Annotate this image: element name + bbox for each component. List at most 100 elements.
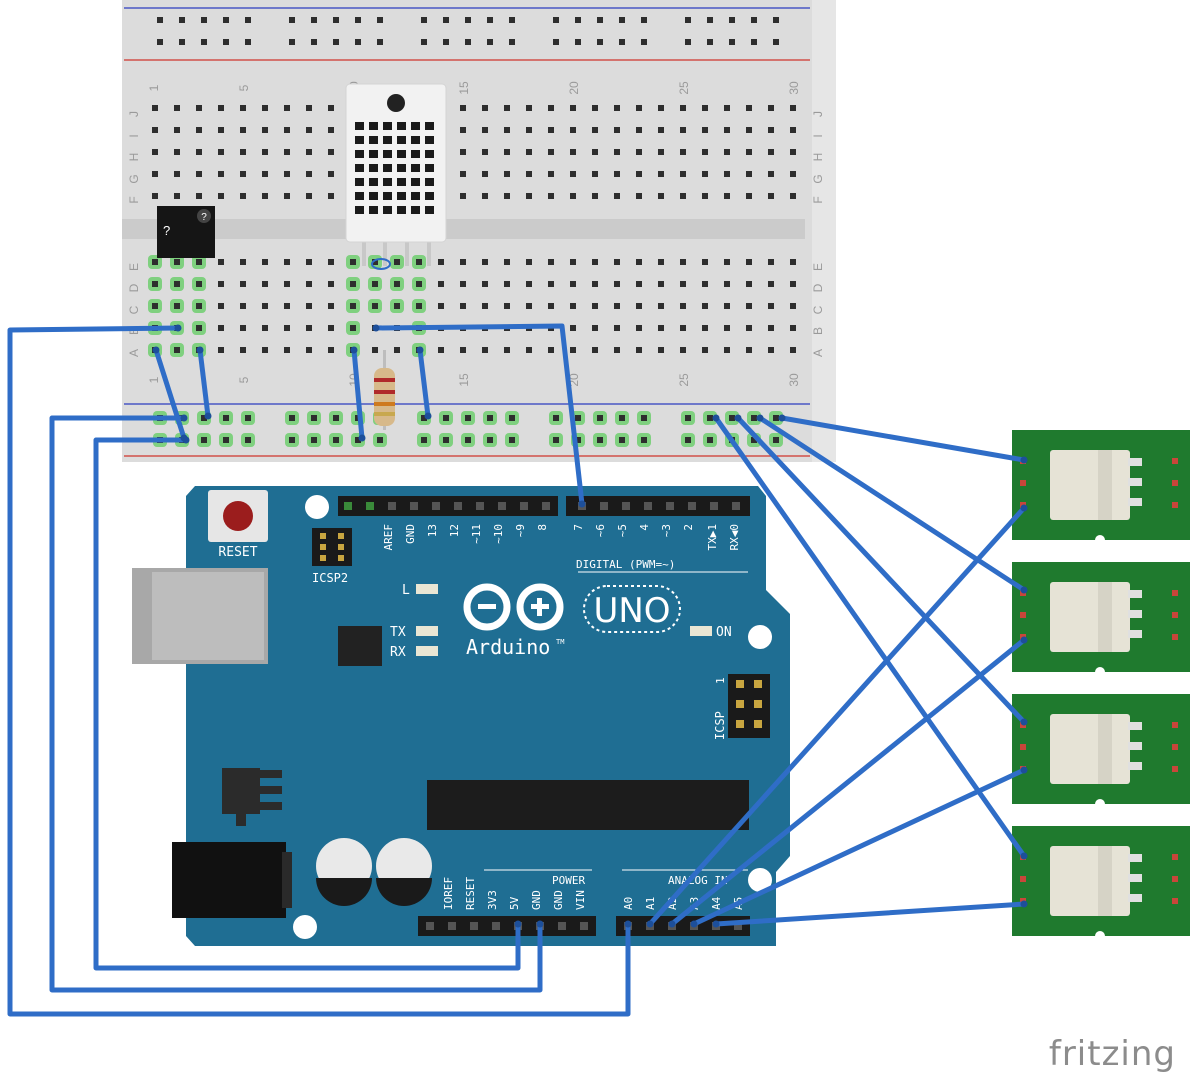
- breadboard-hole[interactable]: [262, 259, 268, 265]
- breadboard-hole[interactable]: [768, 127, 774, 133]
- breadboard-hole[interactable]: [790, 127, 796, 133]
- breadboard-hole[interactable]: [284, 105, 290, 111]
- breadboard-hole[interactable]: [702, 259, 708, 265]
- rail-hole[interactable]: [773, 437, 779, 443]
- breadboard-hole[interactable]: [306, 281, 312, 287]
- wire-rail-to-5v[interactable]: [93, 437, 521, 971]
- breadboard-hole[interactable]: [724, 325, 730, 331]
- rail-hole[interactable]: [641, 17, 647, 23]
- rail-hole[interactable]: [245, 17, 251, 23]
- rail-hole[interactable]: [707, 415, 713, 421]
- breadboard-hole[interactable]: [284, 347, 290, 353]
- breadboard-hole[interactable]: [504, 259, 510, 265]
- breadboard-hole[interactable]: [284, 127, 290, 133]
- breadboard-hole[interactable]: [218, 127, 224, 133]
- rail-hole[interactable]: [311, 415, 317, 421]
- breadboard-hole[interactable]: [262, 127, 268, 133]
- breadboard-hole[interactable]: [614, 105, 620, 111]
- rail-hole[interactable]: [377, 39, 383, 45]
- breadboard-hole[interactable]: [438, 281, 444, 287]
- breadboard-hole[interactable]: [614, 281, 620, 287]
- breadboard-hole[interactable]: [680, 281, 686, 287]
- digital-pin-socket[interactable]: [432, 502, 440, 510]
- breadboard-hole[interactable]: [614, 325, 620, 331]
- rail-hole[interactable]: [685, 415, 691, 421]
- breadboard-hole[interactable]: [658, 259, 664, 265]
- breadboard-hole[interactable]: [262, 105, 268, 111]
- rail-hole[interactable]: [619, 415, 625, 421]
- breadboard-hole[interactable]: [504, 171, 510, 177]
- breadboard-hole[interactable]: [504, 105, 510, 111]
- rail-hole[interactable]: [443, 437, 449, 443]
- rail-hole[interactable]: [597, 17, 603, 23]
- breadboard-hole[interactable]: [196, 171, 202, 177]
- breadboard-hole[interactable]: [240, 149, 246, 155]
- breadboard-hole[interactable]: [636, 105, 642, 111]
- rail-hole[interactable]: [487, 39, 493, 45]
- breadboard-hole[interactable]: [350, 325, 356, 331]
- breadboard-hole[interactable]: [460, 193, 466, 199]
- breadboard-hole[interactable]: [526, 281, 532, 287]
- breadboard-hole[interactable]: [262, 303, 268, 309]
- rail-hole[interactable]: [421, 437, 427, 443]
- breadboard-hole[interactable]: [526, 149, 532, 155]
- breadboard-hole[interactable]: [592, 259, 598, 265]
- breadboard-hole[interactable]: [394, 281, 400, 287]
- breadboard-hole[interactable]: [790, 347, 796, 353]
- rail-hole[interactable]: [421, 39, 427, 45]
- breadboard-hole[interactable]: [328, 193, 334, 199]
- breadboard-hole[interactable]: [416, 281, 422, 287]
- breadboard-hole[interactable]: [394, 347, 400, 353]
- breadboard-hole[interactable]: [746, 281, 752, 287]
- breadboard-hole[interactable]: [284, 325, 290, 331]
- breadboard-hole[interactable]: [768, 325, 774, 331]
- breadboard-hole[interactable]: [680, 171, 686, 177]
- rail-hole[interactable]: [157, 17, 163, 23]
- breadboard-hole[interactable]: [614, 347, 620, 353]
- breadboard-hole[interactable]: [196, 149, 202, 155]
- breadboard-hole[interactable]: [790, 303, 796, 309]
- breadboard-hole[interactable]: [152, 127, 158, 133]
- breadboard-hole[interactable]: [196, 303, 202, 309]
- breadboard-hole[interactable]: [240, 259, 246, 265]
- breadboard-hole[interactable]: [548, 105, 554, 111]
- breadboard-hole[interactable]: [460, 347, 466, 353]
- rail-hole[interactable]: [421, 17, 427, 23]
- rail-hole[interactable]: [509, 17, 515, 23]
- breadboard-hole[interactable]: [680, 193, 686, 199]
- breadboard-hole[interactable]: [702, 105, 708, 111]
- breadboard-hole[interactable]: [240, 325, 246, 331]
- breadboard-hole[interactable]: [680, 347, 686, 353]
- rail-hole[interactable]: [553, 415, 559, 421]
- rail-hole[interactable]: [223, 39, 229, 45]
- wire-a1-to-relay[interactable]: [647, 505, 1027, 927]
- rail-hole[interactable]: [707, 437, 713, 443]
- rail-hole[interactable]: [355, 17, 361, 23]
- breadboard-hole[interactable]: [240, 193, 246, 199]
- wire-jumper[interactable]: [153, 347, 187, 441]
- breadboard-hole[interactable]: [460, 281, 466, 287]
- breadboard-hole[interactable]: [152, 281, 158, 287]
- breadboard-hole[interactable]: [152, 259, 158, 265]
- digital-pin-socket[interactable]: [542, 502, 550, 510]
- breadboard-hole[interactable]: [636, 193, 642, 199]
- rail-hole[interactable]: [245, 39, 251, 45]
- breadboard-hole[interactable]: [724, 259, 730, 265]
- breadboard-hole[interactable]: [592, 127, 598, 133]
- breadboard-hole[interactable]: [438, 347, 444, 353]
- wire-rail-to-gnd[interactable]: [49, 415, 543, 993]
- wire-jumper[interactable]: [197, 347, 211, 419]
- rail-hole[interactable]: [707, 17, 713, 23]
- rail-hole[interactable]: [245, 415, 251, 421]
- power-pin-socket[interactable]: [470, 922, 478, 930]
- rail-hole[interactable]: [597, 415, 603, 421]
- breadboard-hole[interactable]: [504, 127, 510, 133]
- rail-hole[interactable]: [575, 39, 581, 45]
- breadboard-hole[interactable]: [680, 149, 686, 155]
- rail-hole[interactable]: [465, 415, 471, 421]
- breadboard-hole[interactable]: [284, 171, 290, 177]
- breadboard-hole[interactable]: [262, 171, 268, 177]
- breadboard-hole[interactable]: [482, 105, 488, 111]
- breadboard-hole[interactable]: [724, 149, 730, 155]
- breadboard-hole[interactable]: [328, 149, 334, 155]
